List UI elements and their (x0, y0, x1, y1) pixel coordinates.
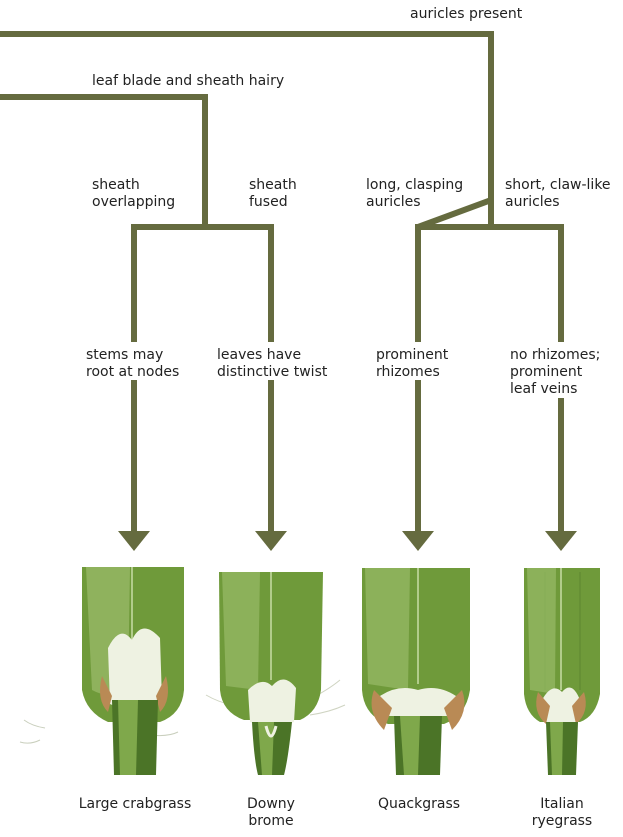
label-sheath-overlapping: sheath overlapping (92, 177, 175, 211)
trait-brome: leaves have distinctive twist (217, 347, 327, 381)
leaf-quackgrass-image (362, 568, 470, 775)
line-split-right (418, 200, 561, 342)
leaf-brome-image (206, 572, 345, 775)
arrow-quackgrass (402, 531, 434, 551)
trait-ryegrass: no rhizomes; prominent leaf veins (510, 347, 600, 398)
label-sheath-fused: sheath fused (249, 177, 297, 211)
label-auricles-present: auricles present (410, 6, 522, 23)
arrow-ryegrass (545, 531, 577, 551)
trait-crabgrass: stems may root at nodes (86, 347, 179, 381)
label-short-claw-like-auricles: short, claw-like auricles (505, 177, 611, 211)
leaf-crabgrass-image (20, 567, 184, 775)
label-long-clasping-auricles: long, clasping auricles (366, 177, 463, 211)
arrow-crabgrass (118, 531, 150, 551)
arrow-brome (255, 531, 287, 551)
leaf-ryegrass-image (524, 568, 600, 775)
species-quackgrass: Quackgrass (364, 796, 474, 813)
line-split-left (134, 227, 271, 342)
line-auricles-present (0, 34, 491, 200)
connector-lines (0, 34, 564, 533)
species-downy-brome: Downy brome (226, 796, 316, 830)
species-italian-ryegrass: Italian ryegrass (522, 796, 602, 830)
species-large-crabgrass: Large crabgrass (64, 796, 206, 813)
label-leaf-blade-sheath-hairy: leaf blade and sheath hairy (92, 73, 284, 90)
trait-quackgrass: prominent rhizomes (376, 347, 448, 381)
arrowheads (118, 531, 577, 551)
